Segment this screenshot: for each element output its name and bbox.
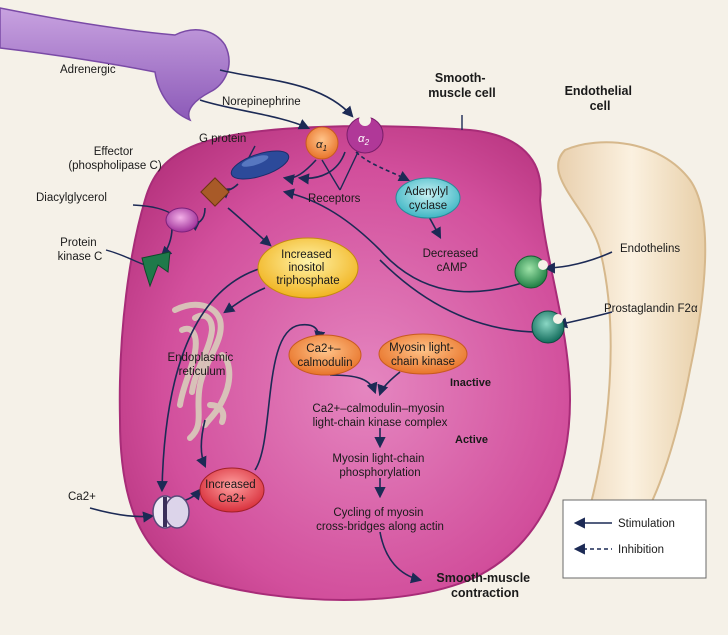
g-protein-label: G protein [199,133,246,145]
alpha1-receptor: α1 [305,126,339,160]
increased-ca-node [199,467,265,513]
effector-label: Effector (phospholipase C) [68,146,162,172]
g-protein [230,150,290,180]
endoplasmic-reticulum-shape [172,301,233,441]
protein-kinase-c-shape [141,251,171,288]
cycling-label: Cycling of myosin cross-bridges along ac… [316,507,444,533]
alpha1-label: α1 [316,139,327,153]
decreased-camp-label: Decreased cAMP [423,248,482,274]
endothelins-label: Endothelins [620,243,680,255]
endoplasmic-reticulum-label: Endoplasmic reticulum [167,352,236,378]
mlck-node [378,333,468,375]
ip3-label: Increased inositol triphosphate [276,249,339,287]
smooth-muscle-cell-label: Smooth- muscle cell [428,71,495,100]
active-label: Active [455,434,488,446]
contraction-label: Smooth-muscle contraction [436,571,533,600]
endothelial-cell-label: Endothelial cell [565,84,636,113]
prostaglandin-receptor [531,310,565,344]
phospholipase-c-effector [200,177,230,207]
phosphorylation-label: Myosin light-chain phosphorylation [332,453,427,479]
increased-ca-label: Increased Ca2+ [205,479,259,505]
diacylglycerol-molecule [165,207,199,233]
diacylglycerol-label: Diacylglycerol [36,192,107,204]
protein-kinase-c-label: Protein kinase C [58,237,103,263]
adenylyl-cyclase-node [395,177,461,219]
inactive-label: Inactive [450,377,491,389]
adenylyl-cyclase-label: Adenylyl cyclase [405,186,452,212]
ca-calmodulin-node [288,334,362,376]
alpha2-label: α2 [358,133,370,147]
receptors-label: Receptors [308,193,361,205]
calcium-channel [152,495,190,529]
complex-label: Ca2+–calmodulin–myosin light-chain kinas… [312,403,447,429]
mlck-label: Myosin light- chain kinase [389,342,457,368]
adrenergic-nerve-terminal [0,7,230,122]
adrenergic-label: Adrenergic [60,64,116,76]
endothelin-receptor [514,255,548,289]
legend-stimulation-label: Stimulation [618,518,675,530]
legend: Stimulation Inhibition [562,499,707,579]
ca-calmodulin-label: Ca2+– calmodulin [298,343,353,369]
ip3-node [257,237,359,299]
norepinephrine-label: Norepinephrine [222,96,301,108]
external-calcium-label: Ca2+ [68,491,96,503]
alpha2-receptor: α2 [346,114,384,154]
legend-inhibition-label: Inhibition [618,544,664,556]
prostaglandin-label: Prostaglandin F2α [604,303,698,315]
